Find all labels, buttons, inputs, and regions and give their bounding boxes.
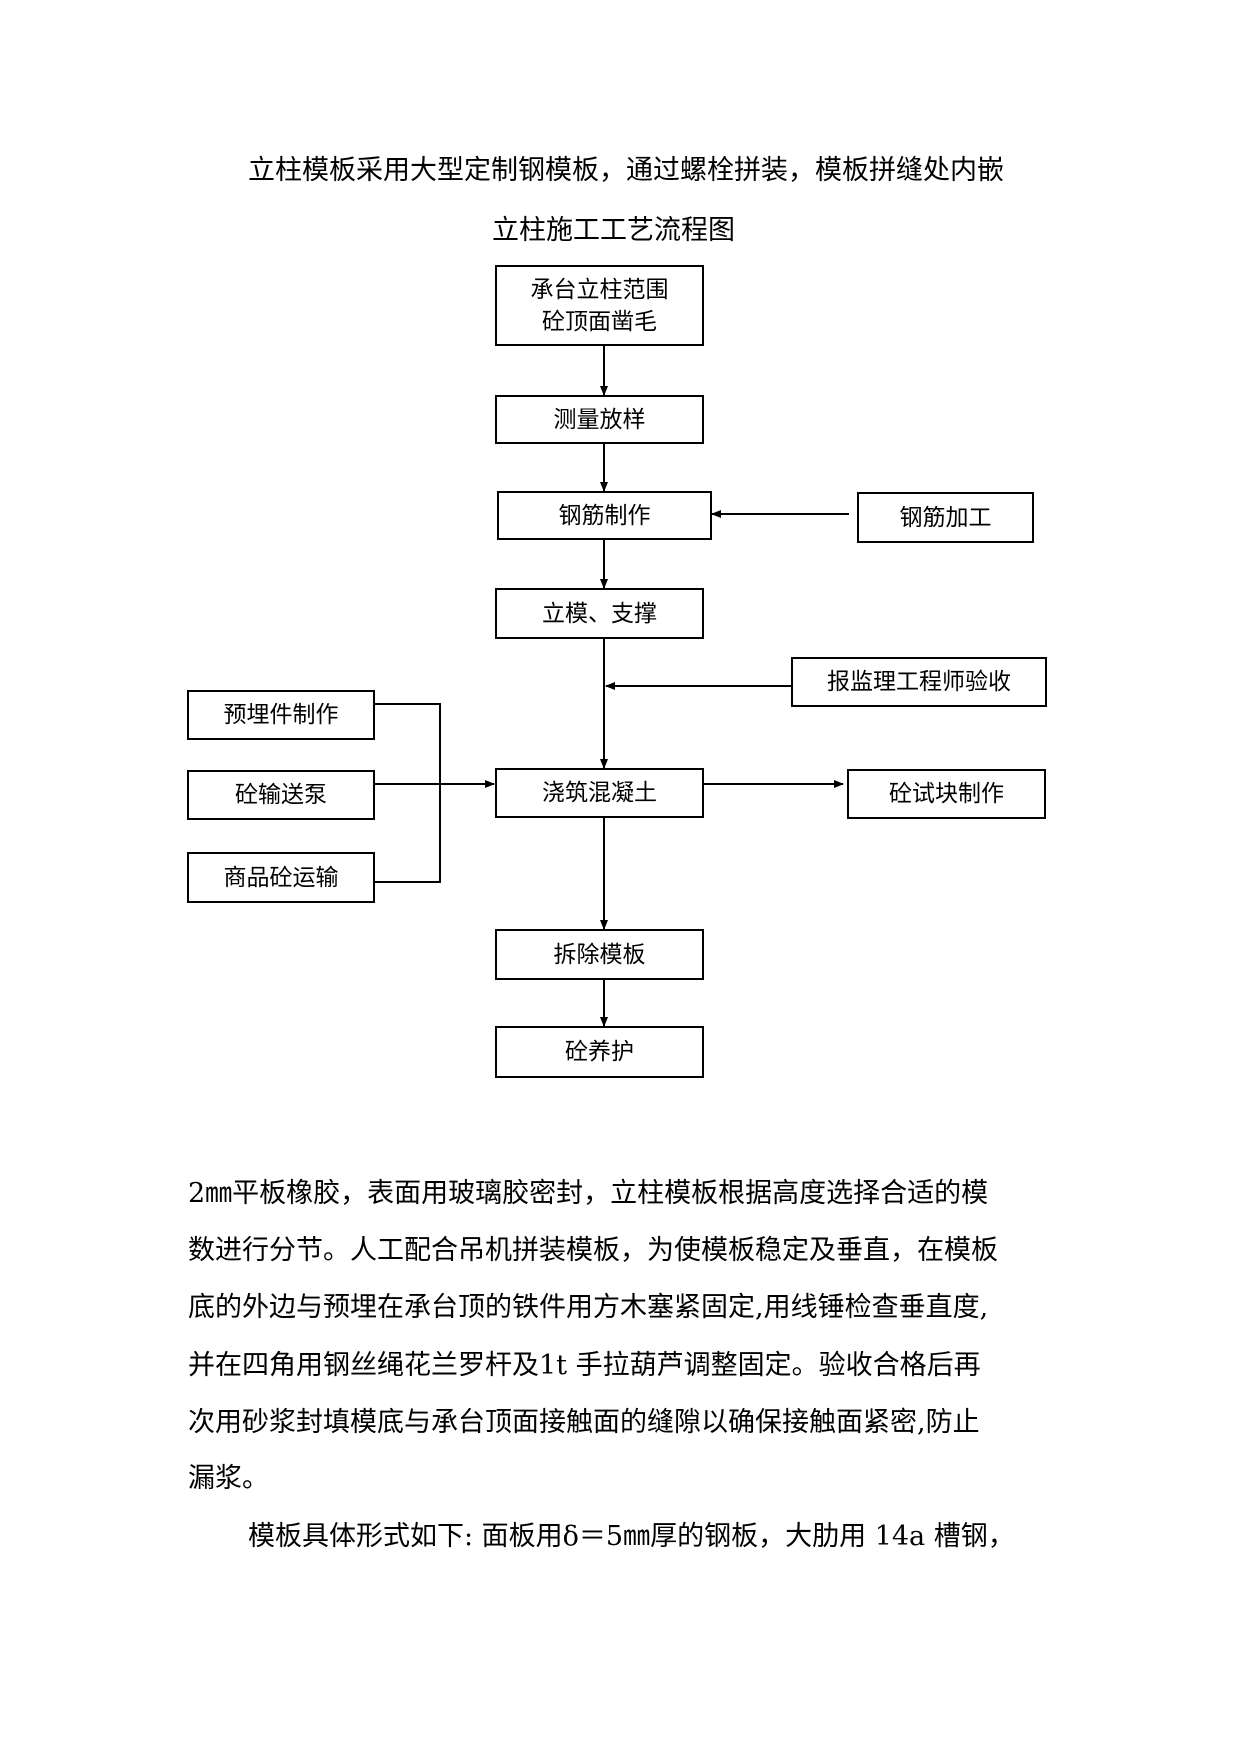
figure-caption: 立柱施工工艺流程图 — [492, 215, 735, 246]
formwork-spec-paragraph: 模板具体形式如下: 面板用δ＝5㎜厚的钢板，大肋用 14a 槽钢， — [248, 1521, 1015, 1552]
flow-box-rebar-fabrication: 钢筋制作 — [497, 491, 712, 540]
body-line-3: 底的外边与预埋在承台顶的铁件用方木塞紧固定,用线锤检查垂直度, — [188, 1292, 989, 1323]
flow-box-supervisor-inspection: 报监理工程师验收 — [791, 657, 1047, 707]
flow-box-concrete-transport: 商品砼运输 — [187, 852, 375, 903]
flow-box-label-line2: 砼顶面凿毛 — [542, 308, 657, 335]
flow-box-label-line1: 承台立柱范围 — [530, 276, 669, 303]
flow-box-rebar-processing: 钢筋加工 — [857, 492, 1034, 543]
flow-box-embedded-parts: 预埋件制作 — [187, 690, 375, 740]
body-line-6: 漏浆。 — [188, 1463, 269, 1494]
body-line-4: 并在四角用钢丝绳花兰罗杆及1t 手拉葫芦调整固定。验收合格后再 — [188, 1350, 981, 1381]
flow-box-pour-concrete: 浇筑混凝土 — [495, 768, 704, 818]
flow-box-concrete-pump: 砼输送泵 — [187, 770, 375, 820]
body-line-2: 数进行分节。人工配合吊机拼装模板，为使模板稳定及垂直，在模板 — [188, 1235, 998, 1266]
flow-box-survey-layout: 测量放样 — [495, 395, 704, 444]
flow-box-test-block: 砼试块制作 — [847, 769, 1046, 819]
flow-box-remove-formwork: 拆除模板 — [495, 929, 704, 980]
intro-paragraph: 立柱模板采用大型定制钢模板，通过螺栓拼装，模板拼缝处内嵌 — [248, 155, 1004, 186]
flow-box-formwork-support: 立模、支撑 — [495, 588, 704, 639]
flow-box-surface-chiseling: 承台立柱范围 砼顶面凿毛 — [495, 265, 704, 346]
body-line-1: 2㎜平板橡胶，表面用玻璃胶密封，立柱模板根据高度选择合适的模 — [188, 1178, 989, 1209]
body-line-5: 次用砂浆封填模底与承台顶面接触面的缝隙以确保接触面紧密,防止 — [188, 1407, 980, 1438]
flow-box-concrete-curing: 砼养护 — [495, 1026, 704, 1078]
